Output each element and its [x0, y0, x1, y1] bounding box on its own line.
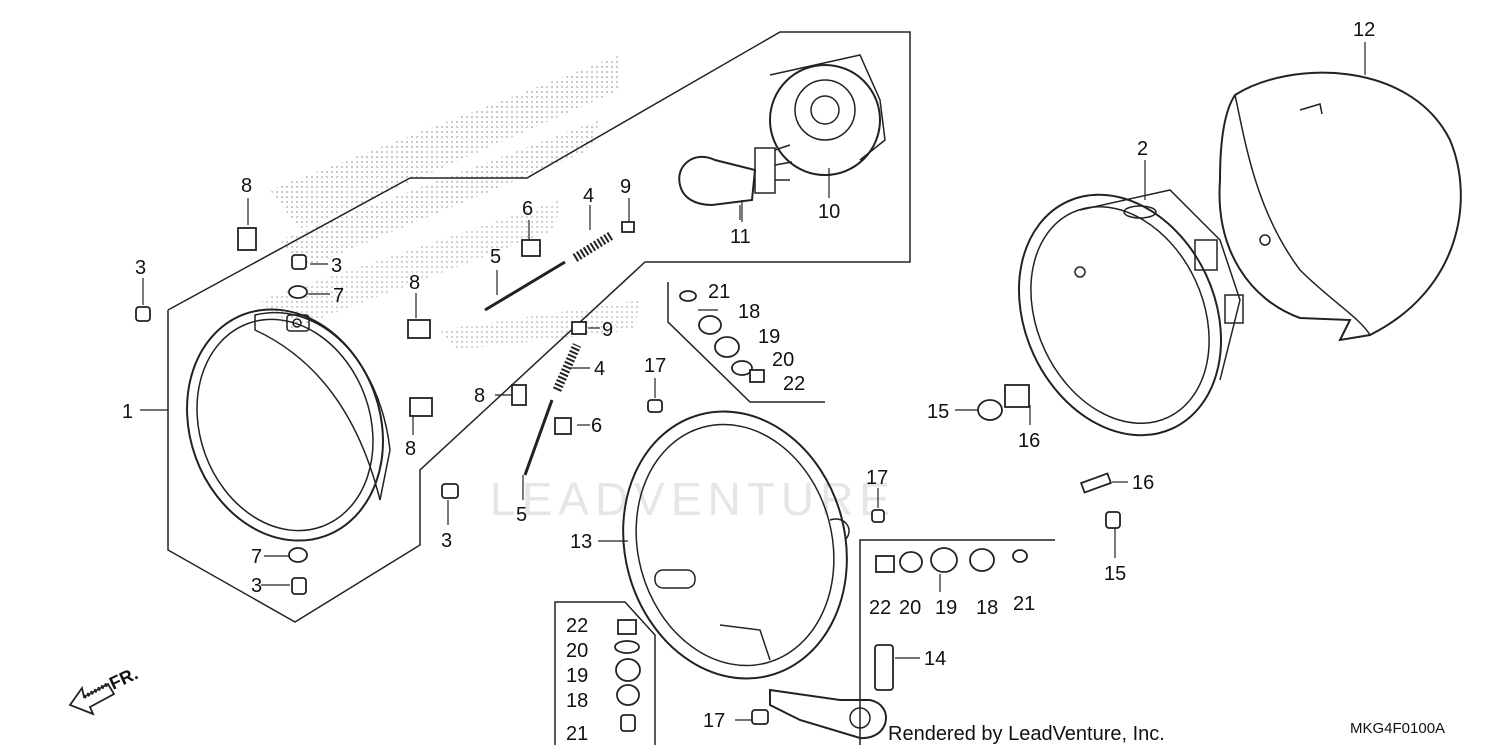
- callout-3-d: 3: [441, 530, 452, 552]
- callout-18-b: 18: [976, 597, 998, 619]
- callout-22-a: 22: [783, 373, 805, 395]
- callout-6-a: 6: [522, 198, 533, 220]
- callout-20-b: 20: [899, 597, 921, 619]
- callout-6-b: 6: [591, 415, 602, 437]
- part-headlight-cover: [1218, 71, 1462, 342]
- callout-3-a: 3: [135, 257, 146, 279]
- callout-21-c: 21: [566, 723, 588, 745]
- callout-14: 14: [924, 648, 946, 670]
- callout-21-b: 21: [1013, 593, 1035, 615]
- background-wing-logo: [260, 55, 640, 350]
- callout-13: 13: [570, 531, 592, 553]
- callout-22-c: 22: [566, 615, 588, 637]
- callout-15-b: 15: [1104, 563, 1126, 585]
- callout-17-c: 17: [703, 710, 725, 732]
- callout-15-a: 15: [927, 401, 949, 423]
- callout-10: 10: [818, 201, 840, 223]
- callout-19-a: 19: [758, 326, 780, 348]
- callout-17-a: 17: [644, 355, 666, 377]
- callout-16-a: 16: [1018, 430, 1040, 452]
- callout-22-b: 22: [869, 597, 891, 619]
- callout-5-b: 5: [516, 504, 527, 526]
- callout-20-c: 20: [566, 640, 588, 662]
- group-outlines: [167, 31, 1055, 745]
- callout-labels: 1 2 3 3 3 3 4 4 5 5 6 6 7 7 8 8 8 8 9 9 …: [122, 19, 1375, 745]
- front-direction-marker: FR.: [68, 663, 141, 716]
- callout-19-c: 19: [566, 665, 588, 687]
- callout-12: 12: [1353, 19, 1375, 41]
- callout-11: 11: [730, 226, 751, 248]
- callout-21-a: 21: [708, 281, 730, 303]
- part-headlight-unit: [186, 308, 391, 542]
- callout-19-b: 19: [935, 597, 957, 619]
- callout-4-b: 4: [594, 358, 605, 380]
- callout-8-b: 8: [409, 272, 420, 294]
- leader-lines: [140, 42, 1366, 721]
- part-headlight-case: [1017, 189, 1244, 437]
- callout-8-c: 8: [474, 385, 485, 407]
- rendered-by-credit: Rendered by LeadVenture, Inc.: [888, 723, 1165, 745]
- callout-7-a: 7: [333, 285, 344, 307]
- callout-5-a: 5: [490, 246, 501, 268]
- callout-9-b: 9: [602, 319, 613, 341]
- part-headlight-rim: [622, 410, 887, 740]
- callout-20-a: 20: [772, 349, 794, 371]
- part-springs-screws: [484, 231, 615, 476]
- callout-3-b: 3: [331, 255, 342, 277]
- callout-9-a: 9: [620, 176, 631, 198]
- part-small-hardware: [135, 221, 1121, 732]
- callout-18-a: 18: [738, 301, 760, 323]
- callout-7-b: 7: [251, 546, 262, 568]
- watermark-text: LEADVENTURE: [490, 473, 896, 525]
- callout-18-c: 18: [566, 690, 588, 712]
- part-bulb: [678, 144, 793, 220]
- callout-8-a: 8: [241, 175, 252, 197]
- callout-8-d: 8: [405, 438, 416, 460]
- part-socket-cover: [769, 54, 886, 176]
- callout-1: 1: [122, 401, 133, 423]
- callout-17-b: 17: [866, 467, 888, 489]
- callout-3-c: 3: [251, 575, 262, 597]
- diagram-code: MKG4F0100A: [1350, 720, 1445, 737]
- callout-4-a: 4: [583, 185, 594, 207]
- callout-16-b: 16: [1132, 472, 1154, 494]
- callout-2: 2: [1137, 138, 1148, 160]
